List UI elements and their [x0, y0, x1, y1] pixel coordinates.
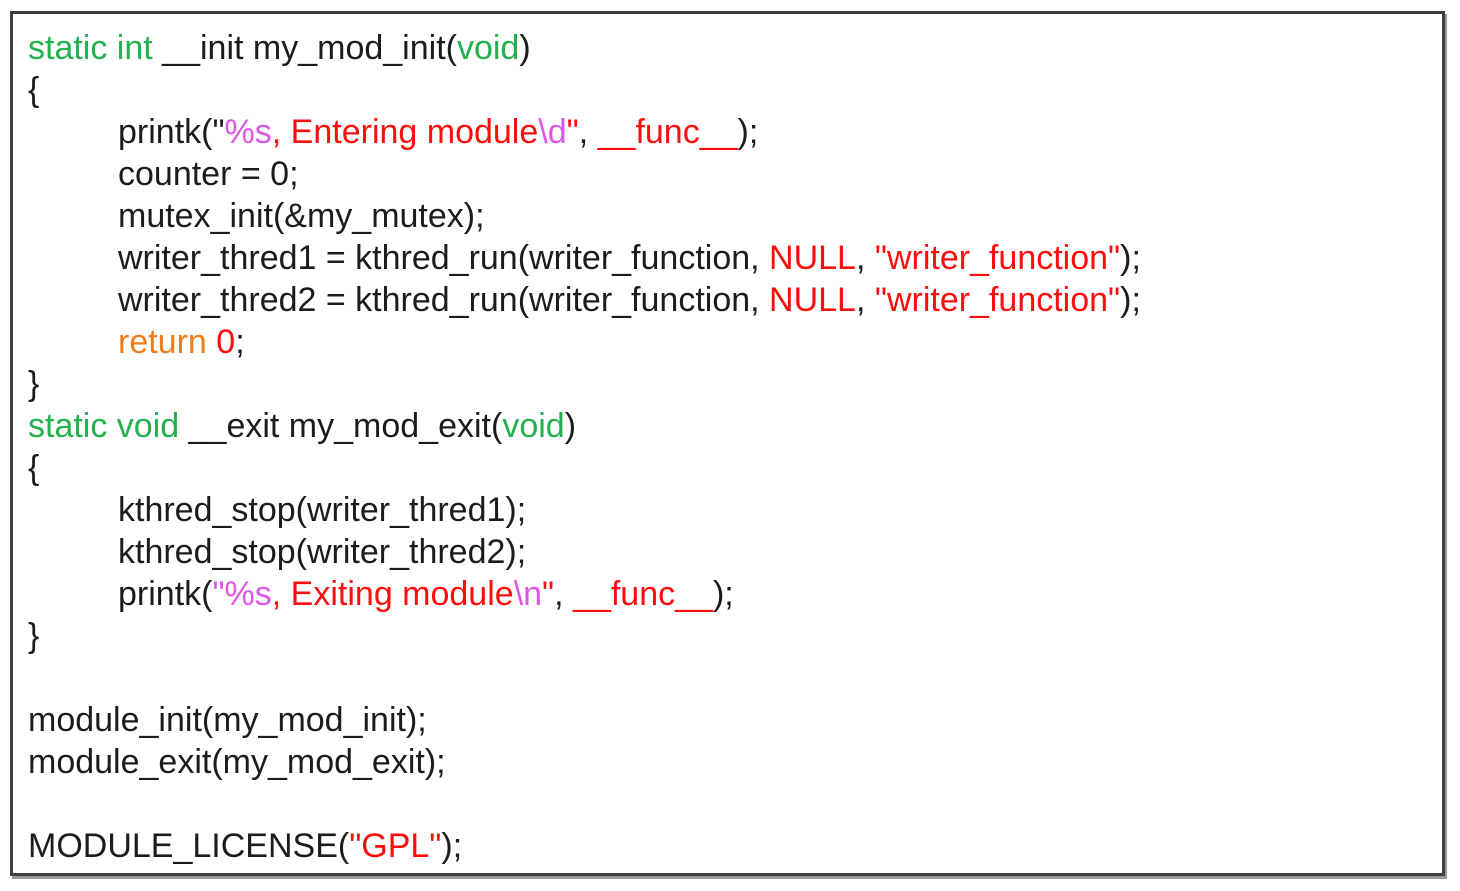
- code-token-red: __func__: [573, 575, 713, 613]
- code-line: kthred_stop(writer_thred2);: [28, 531, 1442, 573]
- code-token-black: printk(": [118, 113, 225, 151]
- code-line: counter = 0;: [28, 153, 1442, 195]
- code-token-black: ,: [855, 239, 875, 277]
- code-token-black: ): [564, 407, 577, 445]
- code-token-black: );: [1120, 281, 1141, 319]
- code-token-black: writer_thred2 = kthred_run(writer_functi…: [118, 281, 770, 319]
- code-token-orange: return: [118, 323, 217, 361]
- code-token-black: ,: [554, 575, 574, 613]
- code-token-red: , Entering module: [271, 113, 539, 151]
- code-token-red: NULL: [769, 239, 856, 277]
- code-token-red: ": [542, 575, 555, 613]
- code-panel: static int __init my_mod_init(void){prin…: [10, 11, 1445, 876]
- code-line: mutex_init(&my_mutex);: [28, 195, 1442, 237]
- code-token-black: {: [28, 71, 40, 109]
- code-token-black: );: [712, 575, 734, 613]
- code-line: static int __init my_mod_init(void): [28, 27, 1442, 69]
- code-token-black: ,: [578, 113, 598, 151]
- code-token-black: printk(: [118, 575, 213, 613]
- code-token-black: module_init(my_mod_init);: [28, 701, 427, 739]
- code-line: MODULE_LICENSE("GPL");: [28, 825, 1442, 867]
- code-token-black: ,: [855, 281, 875, 319]
- code-line: printk("%s, Entering module\d", __func__…: [28, 111, 1442, 153]
- code-token-black: );: [737, 113, 759, 151]
- code-line: kthred_stop(writer_thred1);: [28, 489, 1442, 531]
- code-token-black: __init my_mod_init(: [162, 29, 457, 67]
- code-token-black: module_exit(my_mod_exit);: [28, 743, 446, 781]
- code-line: printk("%s, Exiting module\n", __func__)…: [28, 573, 1442, 615]
- code-lines: static int __init my_mod_init(void){prin…: [13, 14, 1442, 867]
- code-token-red: "writer_function": [874, 239, 1121, 277]
- code-token-green: void: [456, 29, 520, 67]
- code-line: [28, 657, 1442, 699]
- code-token-black: ): [519, 29, 531, 67]
- code-line: module_init(my_mod_init);: [28, 699, 1442, 741]
- code-token-black: ;: [235, 323, 245, 361]
- code-line: }: [28, 615, 1442, 657]
- code-token-black: __exit my_mod_exit(: [188, 407, 503, 445]
- code-token-black: mutex_init(&my_mutex);: [118, 197, 485, 235]
- code-token-black: writer_thred1 = kthred_run(writer_functi…: [118, 239, 770, 277]
- code-token-black: counter = 0;: [118, 155, 299, 193]
- code-token-magenta: "%s: [212, 575, 272, 613]
- code-line: writer_thred2 = kthred_run(writer_functi…: [28, 279, 1442, 321]
- code-token-green: void: [502, 407, 565, 445]
- code-token-black: }: [28, 365, 40, 403]
- code-token-magenta: \n: [513, 575, 543, 613]
- code-token-black: );: [1120, 239, 1141, 277]
- code-token-black: {: [28, 449, 40, 487]
- code-token-red: NULL: [769, 281, 856, 319]
- code-line: module_exit(my_mod_exit);: [28, 741, 1442, 783]
- code-token-black: kthred_stop(writer_thred1);: [118, 491, 527, 529]
- code-token-red: 0: [216, 323, 236, 361]
- code-line: return 0;: [28, 321, 1442, 363]
- code-line: [28, 783, 1442, 825]
- code-token-magenta: \d: [538, 113, 567, 151]
- code-token-green: static int: [28, 29, 163, 67]
- code-token-black: );: [441, 827, 463, 865]
- code-token-red: "GPL": [349, 827, 442, 865]
- code-token-red: ": [566, 113, 579, 151]
- code-token-red: , Exiting module: [271, 575, 514, 613]
- code-line: {: [28, 447, 1442, 489]
- code-token-black: MODULE_LICENSE(: [28, 827, 350, 865]
- code-token-green: static void: [28, 407, 189, 445]
- code-token-black: }: [28, 617, 40, 655]
- code-line: static void __exit my_mod_exit(void): [28, 405, 1442, 447]
- code-token-red: "writer_function": [874, 281, 1121, 319]
- code-token-magenta: %s: [224, 113, 272, 151]
- code-line: {: [28, 69, 1442, 111]
- code-line: }: [28, 363, 1442, 405]
- code-token-red: __func__: [597, 113, 738, 151]
- code-token-black: kthred_stop(writer_thred2);: [118, 533, 527, 571]
- code-line: writer_thred1 = kthred_run(writer_functi…: [28, 237, 1442, 279]
